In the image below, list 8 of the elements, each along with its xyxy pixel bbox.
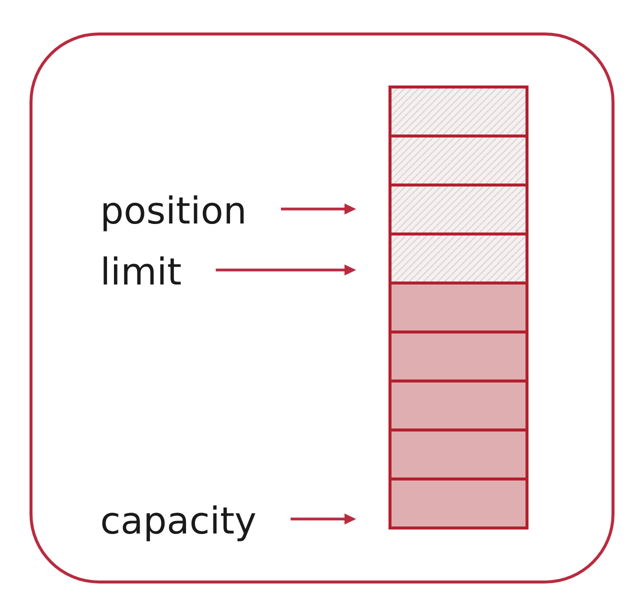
buffer-cell: [388, 428, 528, 480]
buffer-cell: [388, 380, 528, 432]
buffer-cell: [388, 478, 528, 530]
pointer-label: capacity: [102, 505, 256, 542]
pointer-label: limit: [104, 256, 181, 284]
buffer-cell: [388, 282, 528, 334]
buffer-cell: [388, 330, 528, 382]
pointer-label: position: [104, 195, 244, 232]
